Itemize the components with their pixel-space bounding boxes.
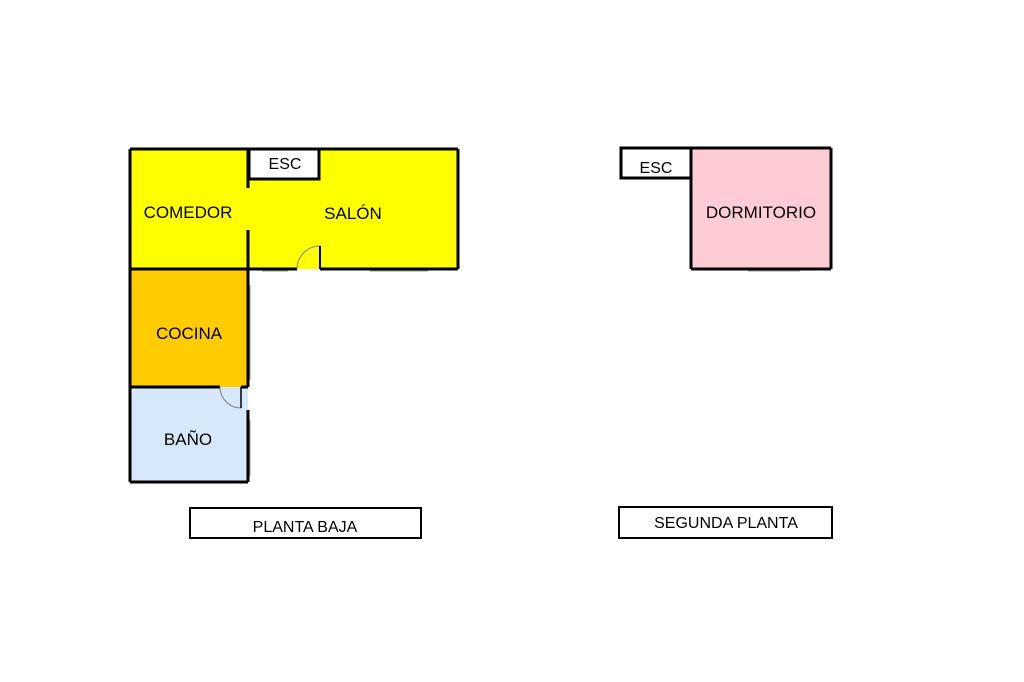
- second-floor: DORMITORIO ESC SEGUNDA PLANTA: [618, 146, 833, 539]
- room-dormitorio: [691, 148, 831, 269]
- label-esc-ground: ESC: [269, 156, 302, 173]
- room-cocina: [130, 269, 248, 387]
- planta-baja-title-box: [189, 507, 422, 539]
- ground-floor-windows: [249, 270, 428, 476]
- ground-floor: COMEDOR SALÓN COCINA BAÑO ESC PLANTA BAJ…: [128, 147, 460, 539]
- door-bano-arc: [219, 386, 242, 409]
- stair-ground: [247, 147, 321, 181]
- label-dormitorio: DORMITORIO: [706, 203, 816, 222]
- label-esc-second: ESC: [640, 160, 673, 177]
- second-floor-walls: [689, 146, 833, 271]
- label-cocina: COCINA: [156, 324, 223, 343]
- room-comedor: [130, 149, 248, 269]
- stair-second: [619, 146, 693, 180]
- label-salon: SALÓN: [324, 204, 382, 223]
- segunda-planta-title-box: [618, 506, 833, 539]
- label-comedor: COMEDOR: [144, 203, 233, 222]
- room-bano: [130, 387, 248, 482]
- ground-floor-walls: [128, 147, 460, 484]
- planta-baja-title: PLANTA BAJA: [253, 519, 358, 536]
- label-bano: BAÑO: [164, 430, 212, 449]
- segunda-planta-title: SEGUNDA PLANTA: [654, 515, 798, 532]
